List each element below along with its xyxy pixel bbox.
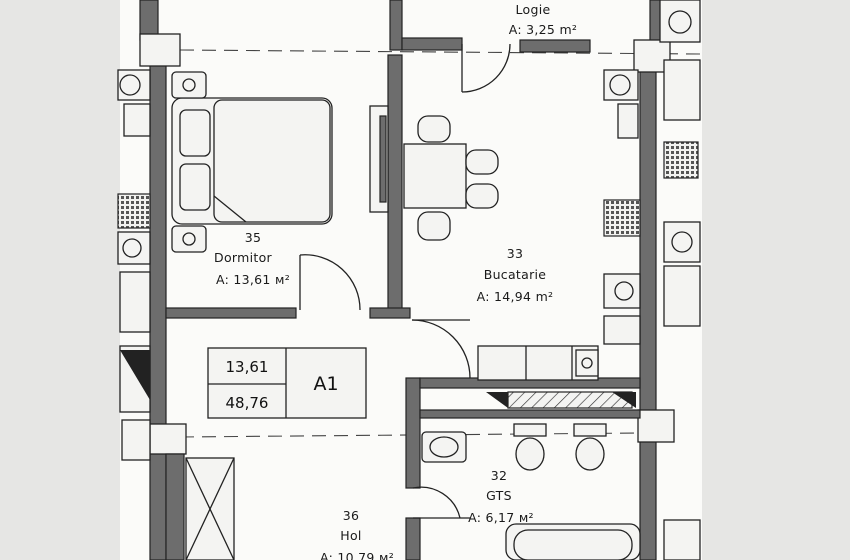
room-number: 32 [491,468,508,483]
room-name: Hol [340,528,361,543]
neighbour-fixtures-right [603,0,701,560]
room-label-hol: 36 Hol A: 10,79 м² [320,508,394,560]
hatched-strip [507,391,633,409]
room-name: Bucatarie [484,267,547,282]
bathroom-fixtures [421,423,641,560]
living-area-value: 13,61 [226,358,269,376]
room-name: GTS [486,488,512,503]
room-area: A: 14,94 m² [477,289,554,304]
room-label-dormitor: 35 Dormitor A: 13,61 м² [214,230,290,287]
room-number: 33 [507,246,524,261]
room-area: A: 13,61 м² [216,272,290,287]
apartment-summary-box: 13,61 48,76 A1 [207,347,367,419]
room-name: Dormitor [214,250,272,265]
room-number: 35 [245,230,262,245]
wall-cabinet [369,105,389,213]
shaft [185,457,235,560]
stair-markers [120,350,636,408]
room-name: Logie [516,2,551,17]
apartment-type: A1 [313,373,338,395]
room-area: A: 10,79 м² [320,550,394,560]
room-number: 36 [343,508,360,523]
kitchen-counter [477,345,599,381]
bed [171,71,333,253]
total-area-value: 48,76 [226,394,269,412]
dining-table [403,115,499,241]
room-area: A: 3,25 m² [509,22,578,37]
doors [299,43,511,519]
room-label-bucatarie: 33 Bucatarie A: 14,94 m² [477,246,554,304]
room-label-gts: 32 GTS A: 6,17 м² [468,468,534,525]
room-label-logie: Logie A: 3,25 m² [509,2,578,37]
room-area: A: 6,17 м² [468,510,534,525]
